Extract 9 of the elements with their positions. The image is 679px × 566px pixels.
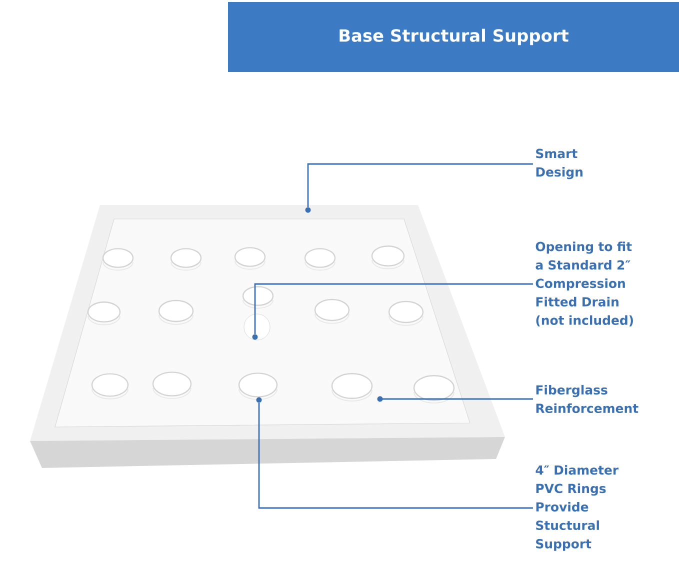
callout-text: Fiberglass Reinforcement [536,384,638,414]
callout-text: 4″ Diameter PVC Rings Provide Stuctural Support [536,465,619,551]
leader-line [380,398,533,400]
callout-text: Opening to fit a Standard 2″ Compression Fitted Drain (not included) [536,242,633,326]
leader-line [307,163,533,208]
title-banner: Base Structural Support [228,2,679,72]
leader-line [258,402,533,509]
leader-line [254,283,533,334]
callout-text: Smart Design [536,148,582,180]
